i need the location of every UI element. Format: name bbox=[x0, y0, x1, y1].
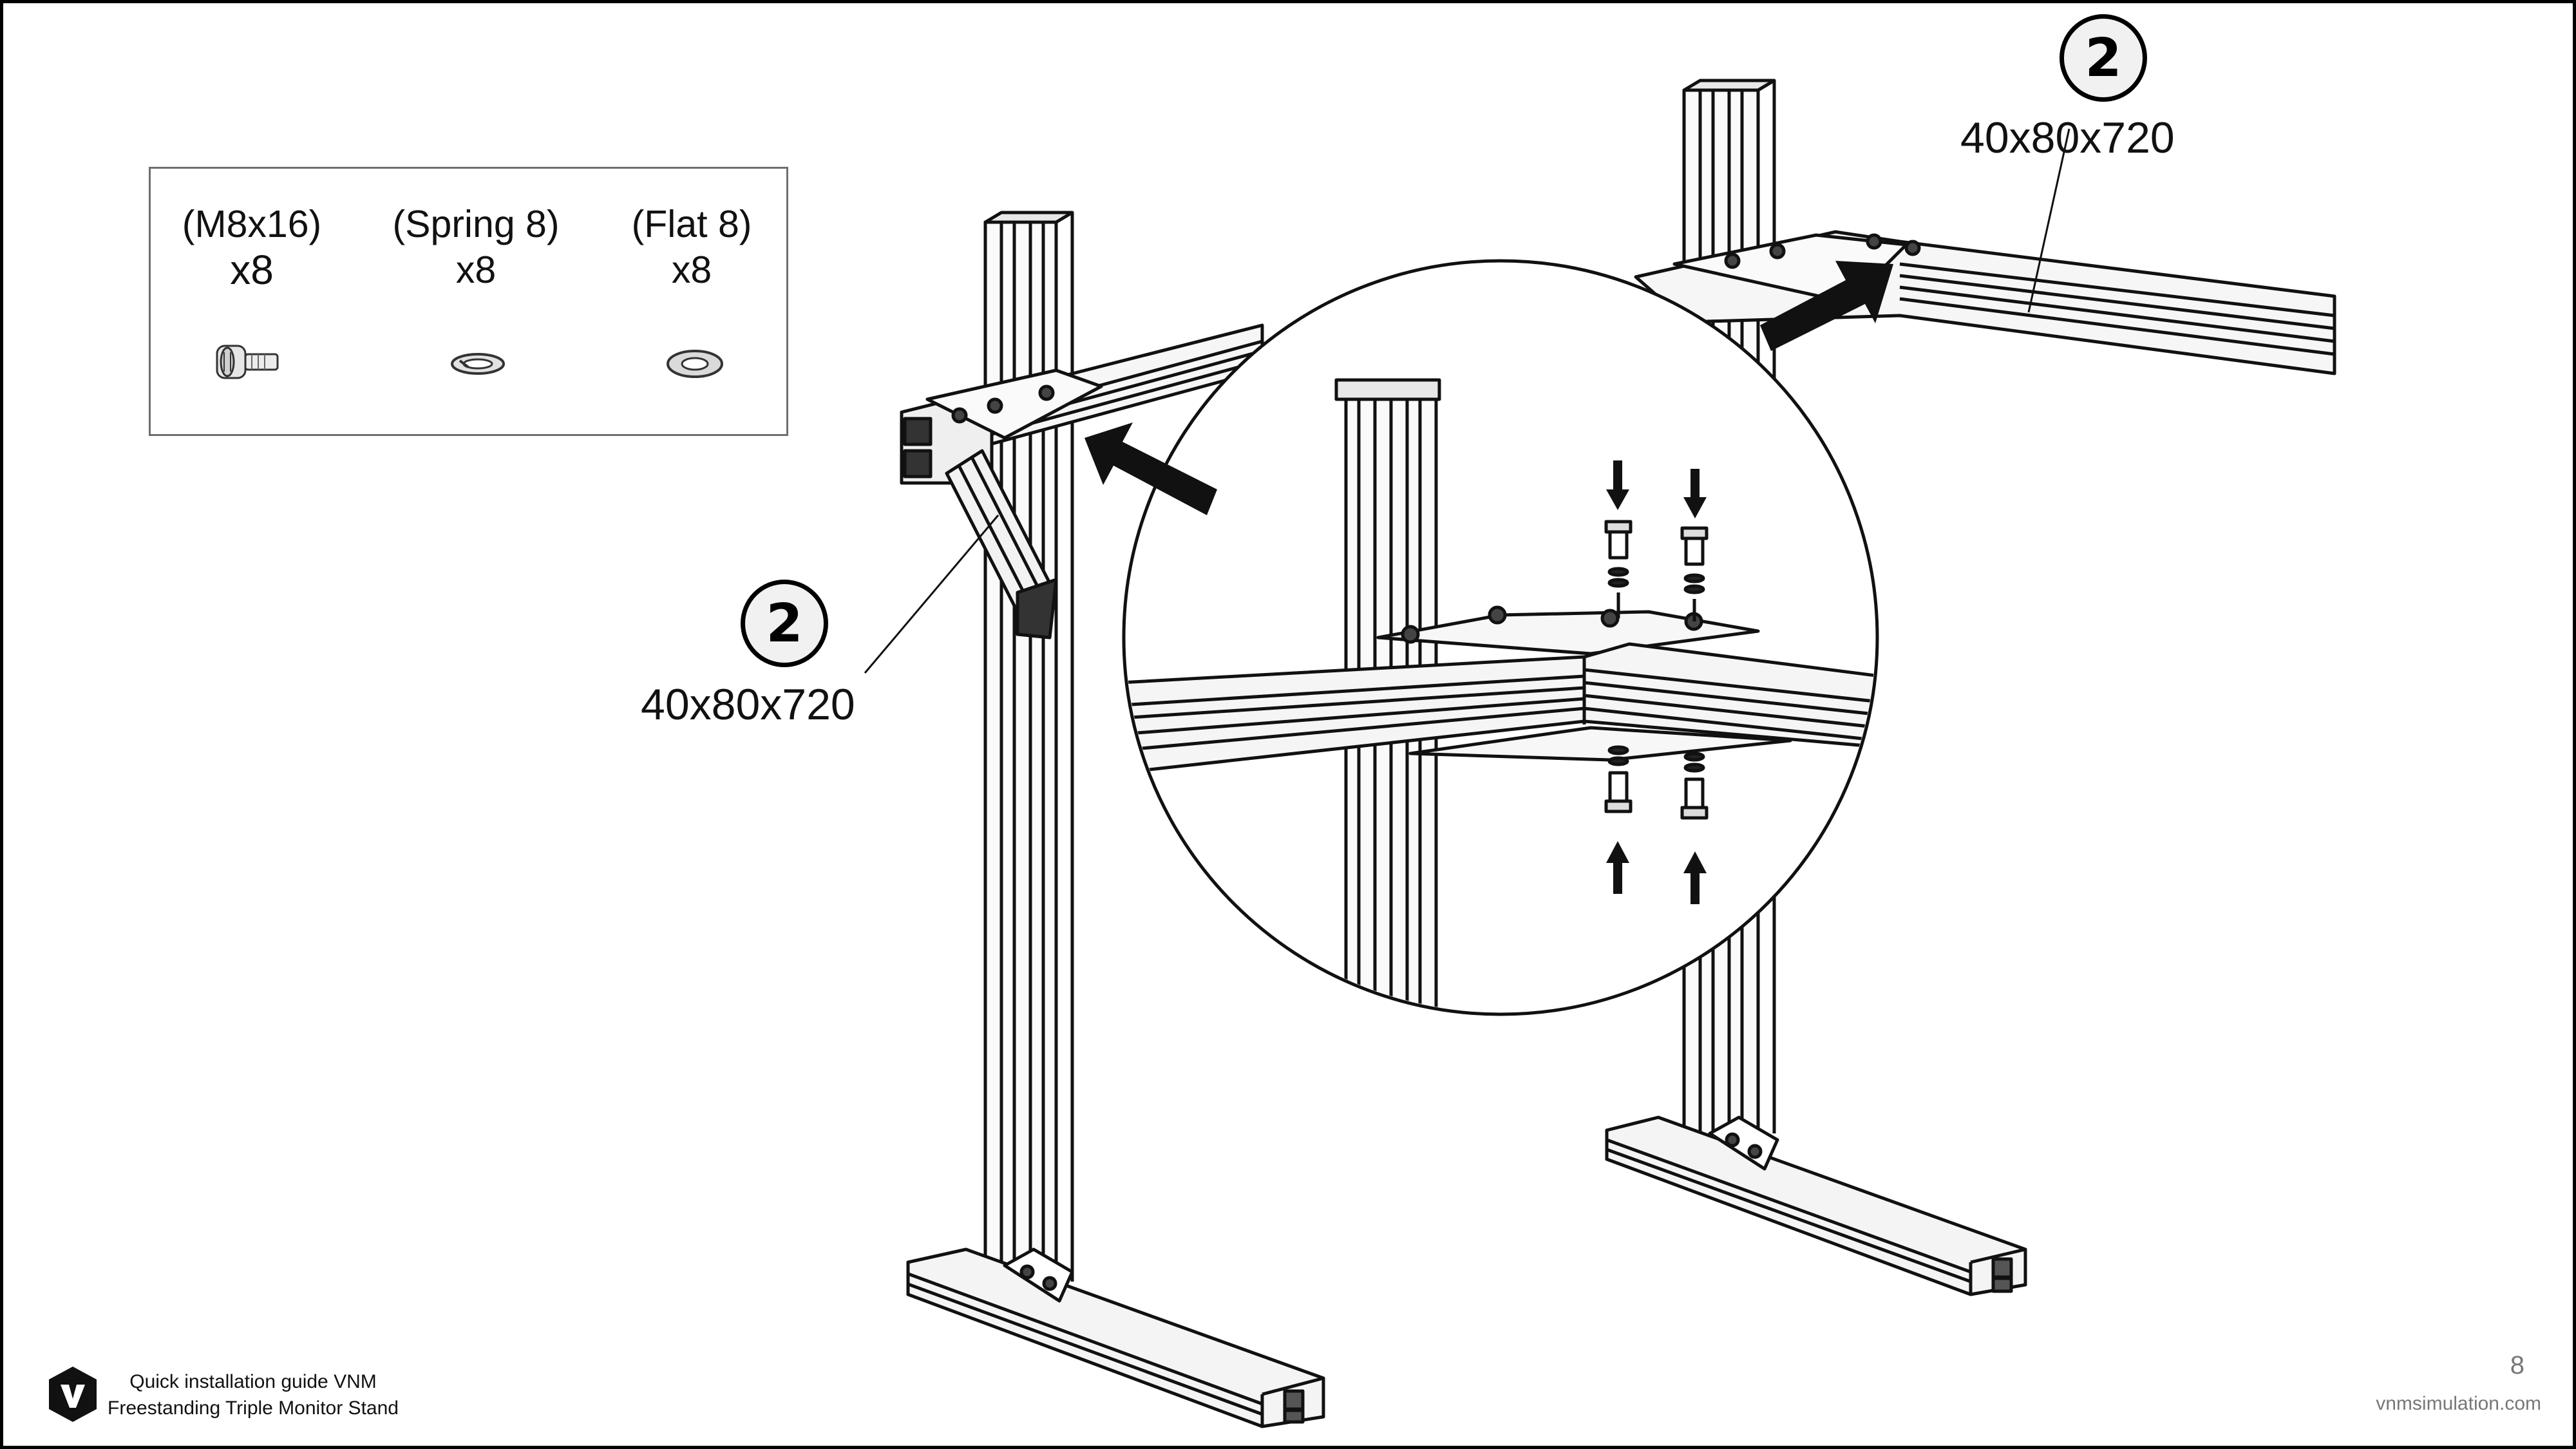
hardware-item-flat-washer: (Flat 8) x8 bbox=[618, 201, 766, 292]
up-arrow-left bbox=[1606, 841, 1629, 894]
spring-washer-icon bbox=[451, 353, 505, 375]
pointer-arrow-left bbox=[1084, 422, 1217, 515]
guide-title-line2: Freestanding Triple Monitor Stand bbox=[108, 1397, 399, 1419]
detail-bolt-top-right bbox=[1680, 526, 1709, 621]
hardware-list: (M8x16) x8 (Spring 8) x8 (Flat 8) x8 bbox=[149, 167, 788, 436]
part-number-badge: 2 bbox=[741, 580, 828, 667]
website-url: vnmsimulation.com bbox=[2376, 1393, 2541, 1414]
hardware-name: (M8x16) bbox=[182, 203, 322, 245]
down-arrow-left bbox=[1606, 460, 1629, 510]
detail-bolt-top-left bbox=[1604, 520, 1633, 618]
detail-magnifier bbox=[1122, 259, 1879, 1016]
leader-line-right bbox=[2027, 128, 2070, 313]
up-arrow-right bbox=[1683, 851, 1707, 904]
detail-bolt-bottom-left bbox=[1604, 745, 1633, 813]
down-arrow-right bbox=[1683, 469, 1707, 518]
guide-title-line1: Quick installation guide VNM bbox=[129, 1371, 377, 1392]
hardware-qty: x8 bbox=[230, 247, 274, 293]
detail-bolt-bottom-right bbox=[1680, 752, 1709, 820]
pointer-arrow-right bbox=[1760, 261, 1893, 351]
hardware-name: (Flat 8) bbox=[631, 203, 752, 245]
part-dimension-label: 40x80x720 bbox=[641, 680, 855, 729]
bolt-icon bbox=[216, 345, 279, 379]
hardware-name: (Spring 8) bbox=[392, 203, 560, 245]
left-top-beam bbox=[900, 323, 1264, 639]
part-number-badge: 2 bbox=[2060, 14, 2147, 102]
part-dimension-label: 40x80x720 bbox=[1960, 113, 2175, 162]
leader-line-left bbox=[864, 515, 999, 674]
right-foot bbox=[1605, 1115, 2027, 1296]
hardware-item-spring-washer: (Spring 8) x8 bbox=[379, 201, 573, 292]
hardware-item-bolt: (M8x16) x8 bbox=[165, 201, 339, 292]
guide-title: Quick installation guide VNM Freestandin… bbox=[102, 1368, 404, 1421]
page-number: 8 bbox=[2510, 1351, 2524, 1379]
hardware-qty: x8 bbox=[671, 249, 712, 291]
hardware-qty: x8 bbox=[455, 249, 497, 291]
flat-washer-icon bbox=[667, 350, 723, 378]
vnm-logo bbox=[49, 1367, 97, 1422]
left-foot bbox=[906, 1247, 1325, 1428]
